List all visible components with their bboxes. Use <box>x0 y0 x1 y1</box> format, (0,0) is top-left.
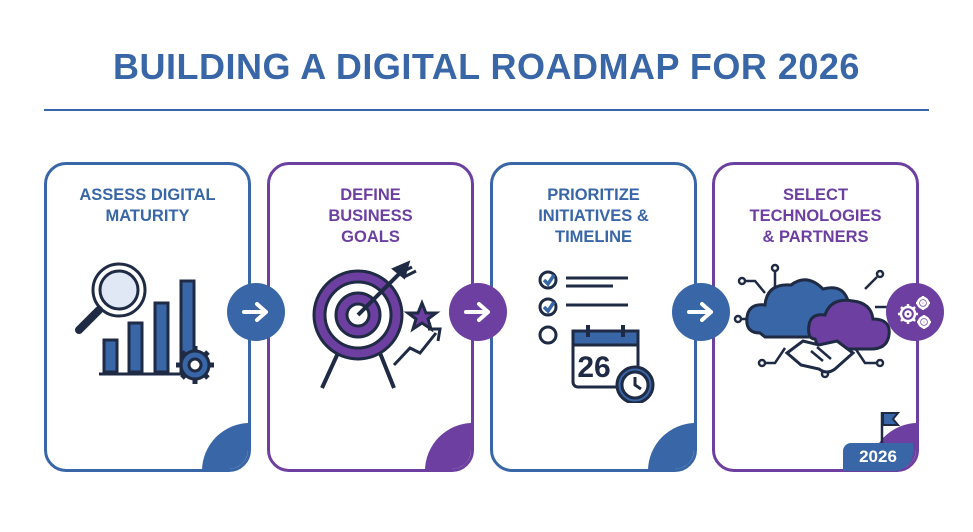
step-card-assess: ASSESS DIGITAL MATURITY <box>44 162 251 472</box>
magnifier-bar-chart-gear-icon <box>75 262 214 384</box>
cloud-handshake-icon <box>733 263 899 379</box>
card-corner <box>202 423 248 469</box>
card-corner <box>425 423 471 469</box>
step-label: PRIORITIZE INITIATIVES & TIMELINE <box>538 186 649 246</box>
checklist-calendar-clock-icon: 26 <box>538 270 655 403</box>
flag-icon <box>880 412 901 444</box>
gears-icon <box>886 283 944 341</box>
target-arrow-icon <box>312 260 442 389</box>
step-label: DEFINE BUSINESS GOALS <box>328 186 413 246</box>
year-badge: 2026 <box>843 443 913 471</box>
card-corner <box>648 423 694 469</box>
calendar-day-text: 26 <box>577 351 610 384</box>
arrow-right-icon <box>672 283 730 341</box>
step-label: ASSESS DIGITAL MATURITY <box>79 186 216 225</box>
arrow-right-icon <box>449 283 507 341</box>
step-label: SELECT TECHNOLOGIES & PARTNERS <box>749 186 882 246</box>
arrow-right-icon <box>227 283 285 341</box>
step-card-define: DEFINE BUSINESS GOALS <box>267 162 474 472</box>
step-card-prioritize: PRIORITIZE INITIATIVES & TIMELINE 26 <box>490 162 697 472</box>
page-title: BUILDING A DIGITAL ROADMAP FOR 2026 <box>113 46 860 87</box>
title-divider <box>44 109 929 111</box>
